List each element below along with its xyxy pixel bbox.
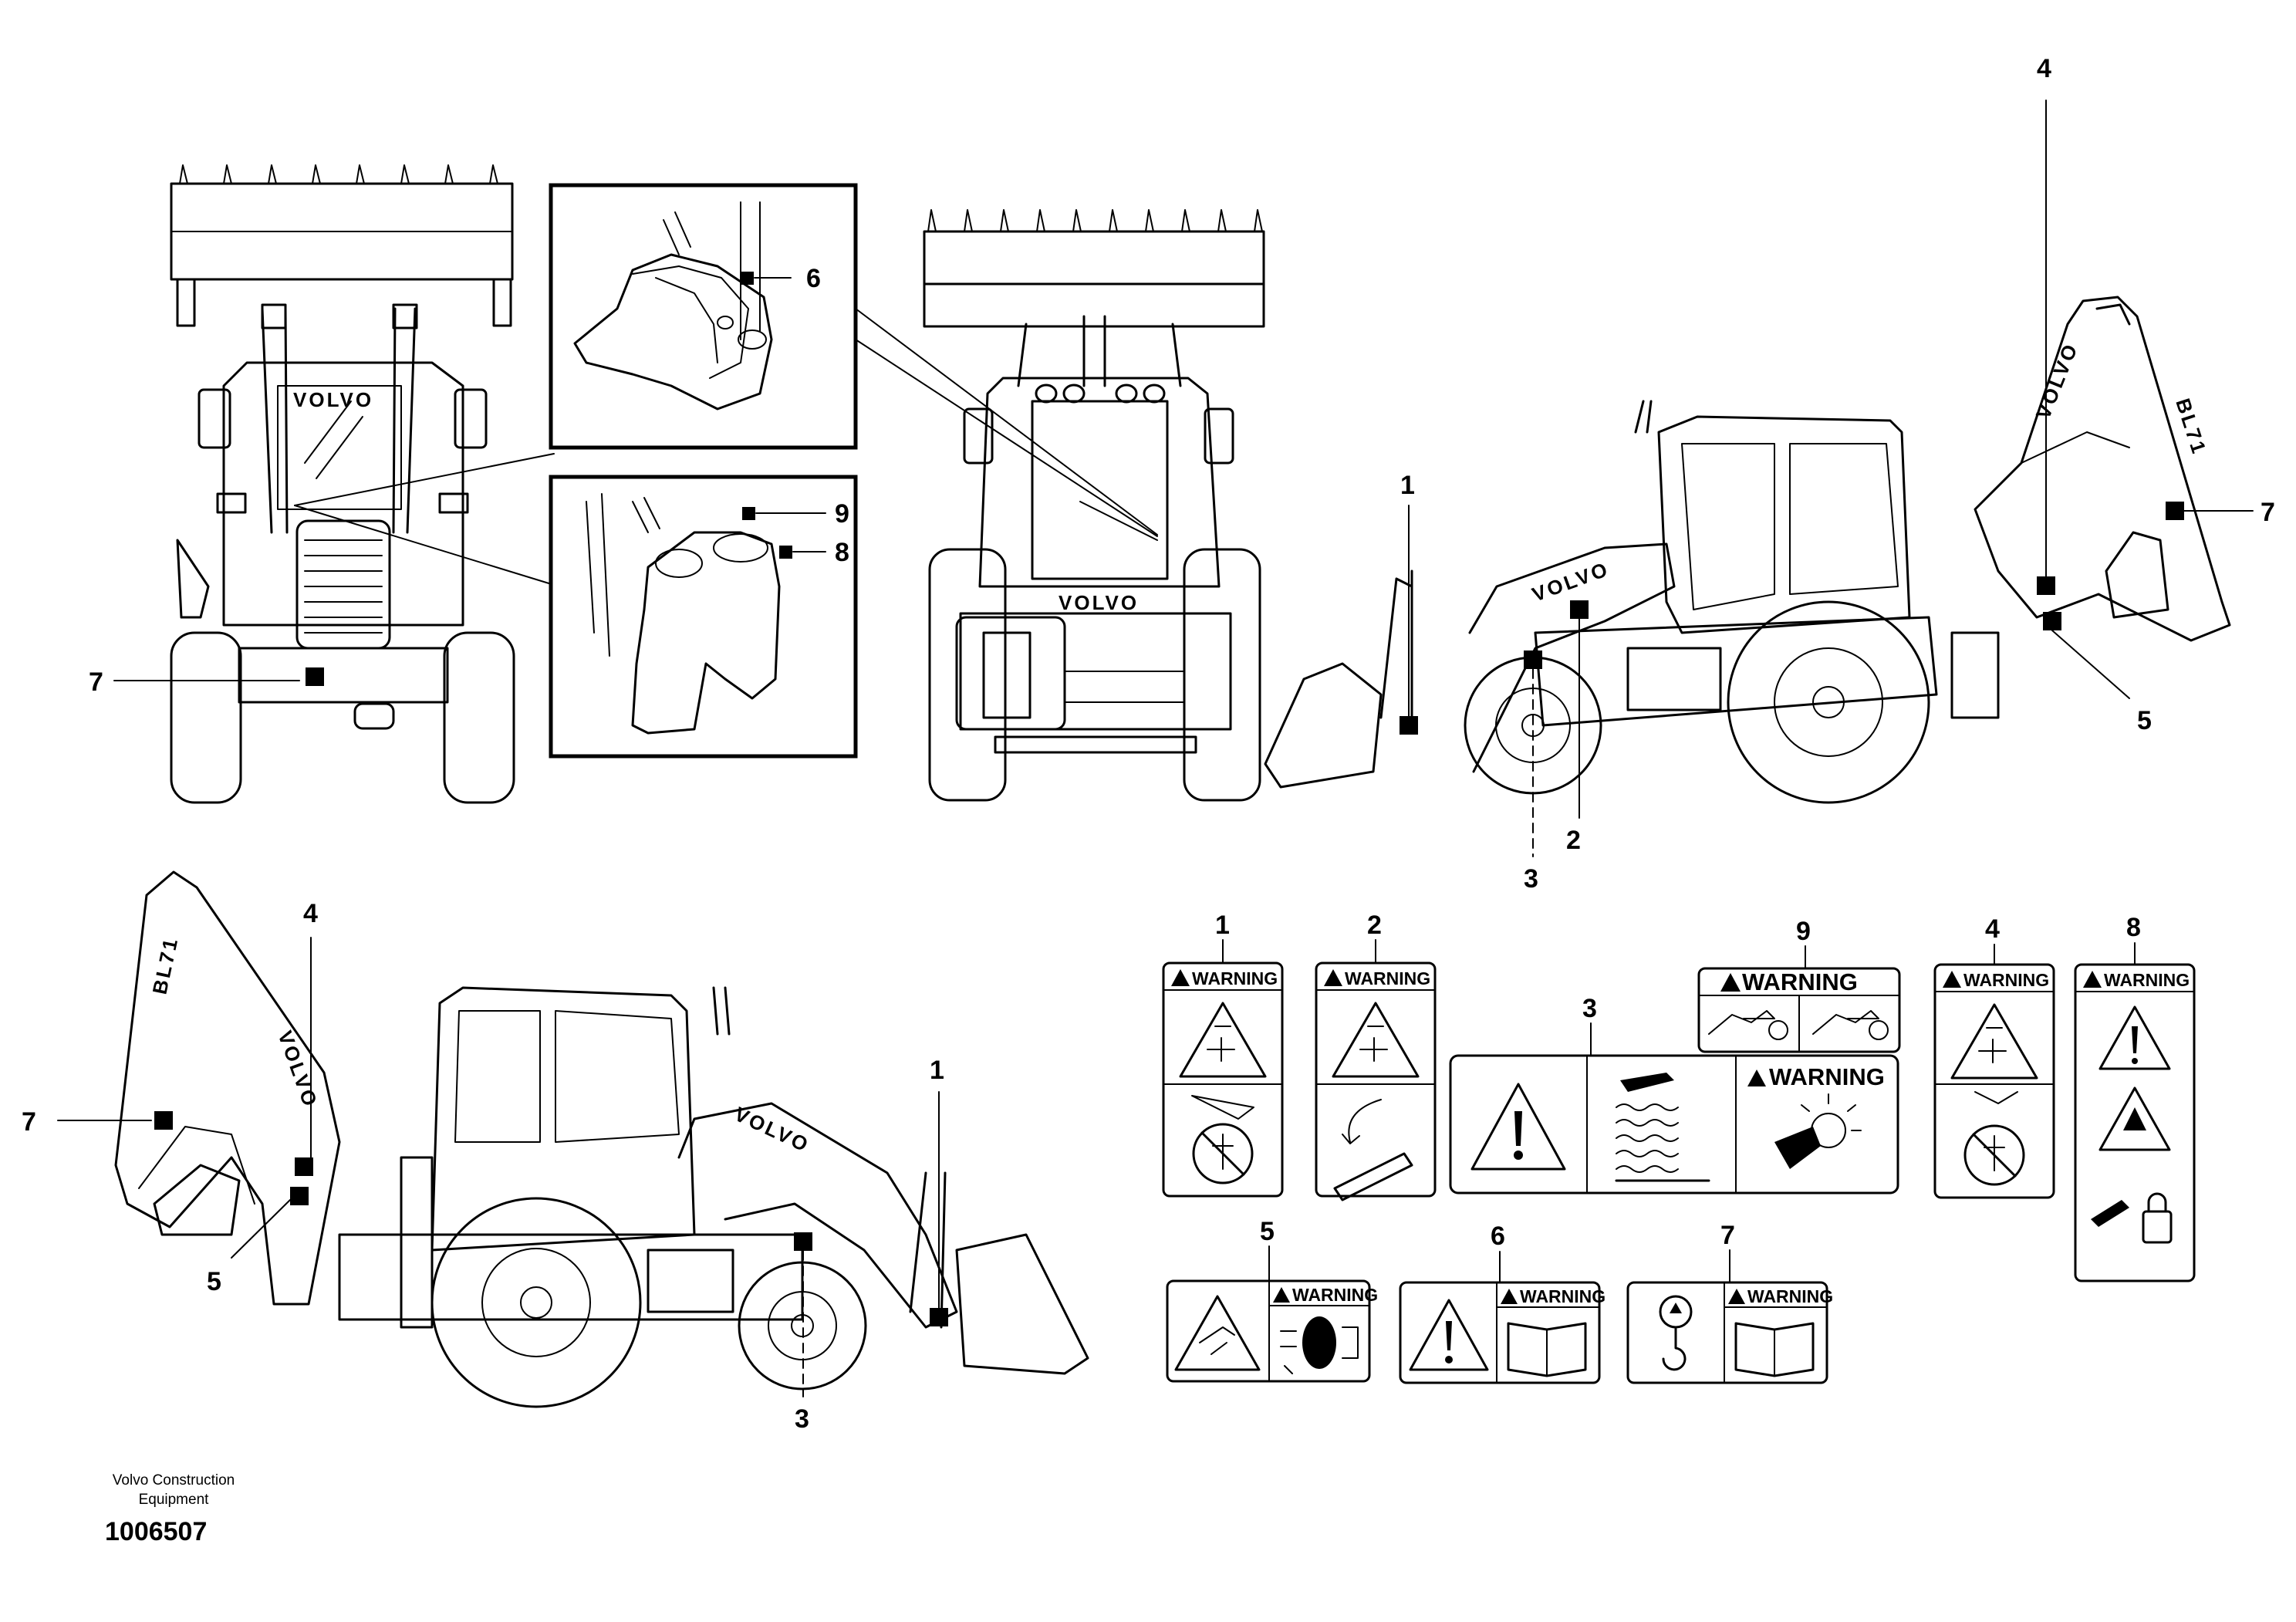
decal-4: 4 WARNING [1933,914,2055,1199]
marker-square [779,546,792,559]
front-callout-7: 7 [89,667,103,697]
marker-square [2166,502,2184,520]
side-view-left: BL71 VOLVO VOLVO 7 [22,870,1089,1434]
decal-1: 1 WARNING [1162,911,1284,1198]
hot-surface-hand-icon [1615,1073,1710,1182]
quick-coupler-icon [1280,1316,1359,1374]
side-left-callout-5: 5 [207,1267,221,1296]
marker-square [794,1232,812,1251]
decal-number: 9 [1796,917,1811,946]
marker-square [290,1187,309,1205]
marker-square [1400,716,1418,735]
read-manual-book-icon [1507,1322,1587,1377]
crush-triangle-icon [2098,1086,2171,1151]
side-right-callout-7: 7 [2261,498,2275,527]
front-brand: VOLVO [293,388,373,411]
decal-header: WARNING [1520,1286,1606,1306]
caution-exclamation-icon [1409,1299,1489,1371]
decal-header: WARNING [1747,1286,1833,1306]
side-view-right: VOLVO BL71 VOLVO [1264,54,2275,894]
marker-square [2037,576,2055,595]
decal-number: 4 [1985,914,2000,944]
decal-number: 6 [1491,1222,1505,1251]
side-right-callout-3: 3 [1524,864,1538,894]
marker-square [306,667,324,686]
decal-3: 3 WARNING [1449,994,1899,1195]
side-left-callout-7: 7 [22,1107,36,1137]
marker-square [1570,600,1589,619]
caution-exclamation-icon [1470,1083,1566,1171]
inset-callout-8: 8 [835,538,849,567]
side-left-boom-label: BL71 [148,934,183,996]
marker-square [1524,650,1542,669]
inset-bottom: 9 8 [549,475,858,759]
side-right-callout-1: 1 [1400,471,1415,500]
backhoe-pattern-sae-icon [1812,1010,1889,1040]
crush-hazard-icon [1332,1002,1420,1078]
rear-view: VOLVO [855,209,1265,802]
lock-boom-arrow-icon [1333,1099,1413,1201]
side-right-brand: VOLVO [2031,339,2083,422]
inset-callout-9: 9 [835,499,849,529]
decal-number: 5 [1260,1217,1275,1246]
inset-callout-6: 6 [806,264,821,293]
no-person-under-boom-icon [1191,1095,1254,1184]
decal-8: 8 WARNING [2074,913,2196,1282]
marker-square [742,507,755,520]
drawing-number: 1006507 [105,1517,208,1546]
decal-7: 7 WARNING [1626,1221,1833,1384]
side-right-callout-4: 4 [2037,54,2051,83]
company-name: Volvo Construction Equipment [81,1471,266,1509]
decal-5: 5 WARNING [1166,1217,1378,1383]
side-right-brand-loader: VOLVO [1529,557,1612,607]
lock-bucket-icon [2091,1192,2173,1244]
company-name-line1: Volvo Construction [112,1472,235,1489]
side-right-callout-2: 2 [1566,826,1581,855]
decal-number: 2 [1367,911,1382,940]
no-person-under-bucket-icon [1963,1091,2025,1186]
crush-hazard-icon [1179,1002,1267,1078]
decal-number: 8 [2126,913,2141,942]
decal-header: WARNING [1963,970,2049,990]
decal-header: WARNING [1192,968,1278,988]
decal-header: WARNING [1742,968,1858,995]
decal-catalogue: 1 WARNING 2 WA [1162,911,2196,1384]
marker-square [2043,612,2061,630]
decal-number: 7 [1720,1221,1735,1250]
caution-exclamation-icon [2098,1005,2171,1070]
decal-header: WARNING [2104,970,2190,990]
battery-explosion-icon [1774,1093,1862,1169]
marker-square [930,1308,948,1326]
marker-square [295,1157,313,1176]
backhoe-pattern-iso-icon [1708,1010,1788,1040]
decal-6: 6 WARNING [1399,1222,1606,1384]
front-view: VOLVO 7 [89,164,555,804]
company-name-line2: Equipment [138,1492,209,1508]
decal-header: WARNING [1292,1285,1378,1305]
decal-9: 9 WARNING [1697,917,1901,1053]
side-left-brand: VOLVO [273,1028,322,1111]
side-left-callout-1: 1 [930,1056,944,1085]
side-left-callout-3: 3 [795,1404,809,1434]
read-manual-book-icon [1734,1322,1815,1377]
rear-brand: VOLVO [1059,591,1139,614]
marker-square [154,1111,173,1130]
marker-square [741,272,754,285]
decal-number: 3 [1582,994,1597,1023]
decal-2: 2 WARNING [1315,911,1437,1201]
crush-hazard-icon [1950,1003,2038,1080]
entanglement-hazard-icon [1174,1295,1261,1371]
inset-top: 6 [549,183,858,450]
lifting-hook-icon [1659,1295,1693,1371]
side-right-callout-5: 5 [2137,706,2152,735]
side-left-callout-4: 4 [303,899,318,928]
decal-number: 1 [1215,911,1230,940]
decal-header: WARNING [1769,1063,1885,1090]
side-left-brand-loader: VOLVO [731,1102,813,1157]
decal-header: WARNING [1345,968,1430,988]
